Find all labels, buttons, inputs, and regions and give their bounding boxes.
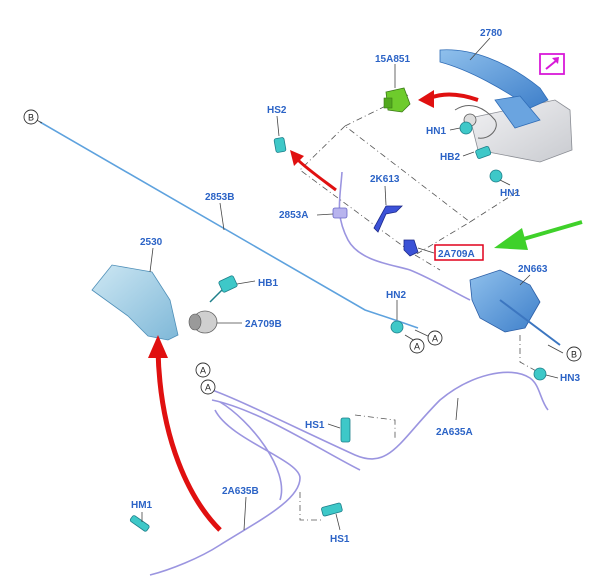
fastener-hb2 [475, 146, 492, 159]
highlight-box-2a709a [434, 244, 484, 261]
label-hm1: HM1 [131, 500, 153, 511]
callout-a-left-2: A [200, 379, 216, 395]
svg-text:A: A [200, 366, 206, 376]
label-2a709a: 2A709A [438, 249, 475, 260]
svg-text:A: A [414, 342, 420, 352]
label-2780: 2780 [480, 28, 503, 39]
label-2853b: 2853B [205, 192, 234, 203]
label-hb2: HB2 [440, 152, 460, 163]
label-hb1: HB1 [258, 278, 278, 289]
leader-lines [141, 37, 564, 531]
bracket-2a709a [403, 239, 419, 257]
part-labels: 2780 15A851 HS2 HN1 HB2 HN1 2K613 2853B … [131, 28, 580, 545]
fastener-hs1-mid [340, 417, 351, 443]
fastener-hn3 [533, 367, 547, 381]
svg-text:B: B [571, 350, 577, 360]
external-link-icon[interactable] [539, 53, 565, 75]
shield-2530 [91, 264, 179, 341]
label-hn1-a: HN1 [426, 126, 446, 137]
bracket-2n663 [469, 269, 561, 346]
svg-text:A: A [432, 334, 438, 344]
green-arrow [494, 220, 583, 250]
grommet-2a709b [188, 310, 218, 334]
red-arrow-upper [418, 90, 479, 108]
callout-b-right: B [566, 346, 582, 362]
fastener-hm1 [129, 515, 150, 532]
callout-b-top: B [23, 109, 39, 125]
label-2853a: 2853A [279, 210, 308, 221]
label-2a709b: 2A709B [245, 319, 282, 330]
svg-text:B: B [28, 113, 34, 123]
label-hn3: HN3 [560, 373, 580, 384]
svg-text:A: A [205, 383, 211, 393]
label-hs1-mid: HS1 [305, 420, 325, 431]
label-2k613: 2K613 [370, 174, 400, 185]
red-arrow-lower [148, 335, 222, 532]
fastener-hn1-a [459, 121, 473, 135]
fastener-hb1 [209, 275, 238, 303]
fastener-hn2 [390, 320, 404, 334]
label-15a851: 15A851 [375, 54, 410, 65]
red-arrow-hs2 [290, 150, 337, 192]
label-hs2-top: HS2 [267, 105, 287, 116]
fastener-hs1-bot [321, 502, 343, 517]
cable-2a635a [211, 371, 549, 471]
lever-assembly-2780 [439, 49, 573, 163]
fastener-hs2 [273, 137, 287, 153]
label-2530: 2530 [140, 237, 163, 248]
cable-2853a [332, 171, 471, 301]
fastener-hn1-b [489, 169, 503, 183]
alignment-guides [299, 94, 539, 521]
label-2n663: 2N663 [518, 264, 548, 275]
module-15a851 [383, 87, 411, 113]
callout-a-right-1: A [427, 330, 443, 346]
cable-2a635b [149, 401, 301, 576]
clip-2k613 [373, 205, 403, 233]
label-hn2: HN2 [386, 290, 406, 301]
label-hs1-bot: HS1 [330, 534, 350, 545]
callout-a-left-1: A [195, 362, 211, 378]
label-hn1-b: HN1 [500, 188, 520, 199]
label-2a635b: 2A635B [222, 486, 259, 497]
callout-a-right-2: A [409, 338, 425, 354]
rod-2853b [32, 117, 419, 329]
label-2a635a: 2A635A [436, 427, 473, 438]
